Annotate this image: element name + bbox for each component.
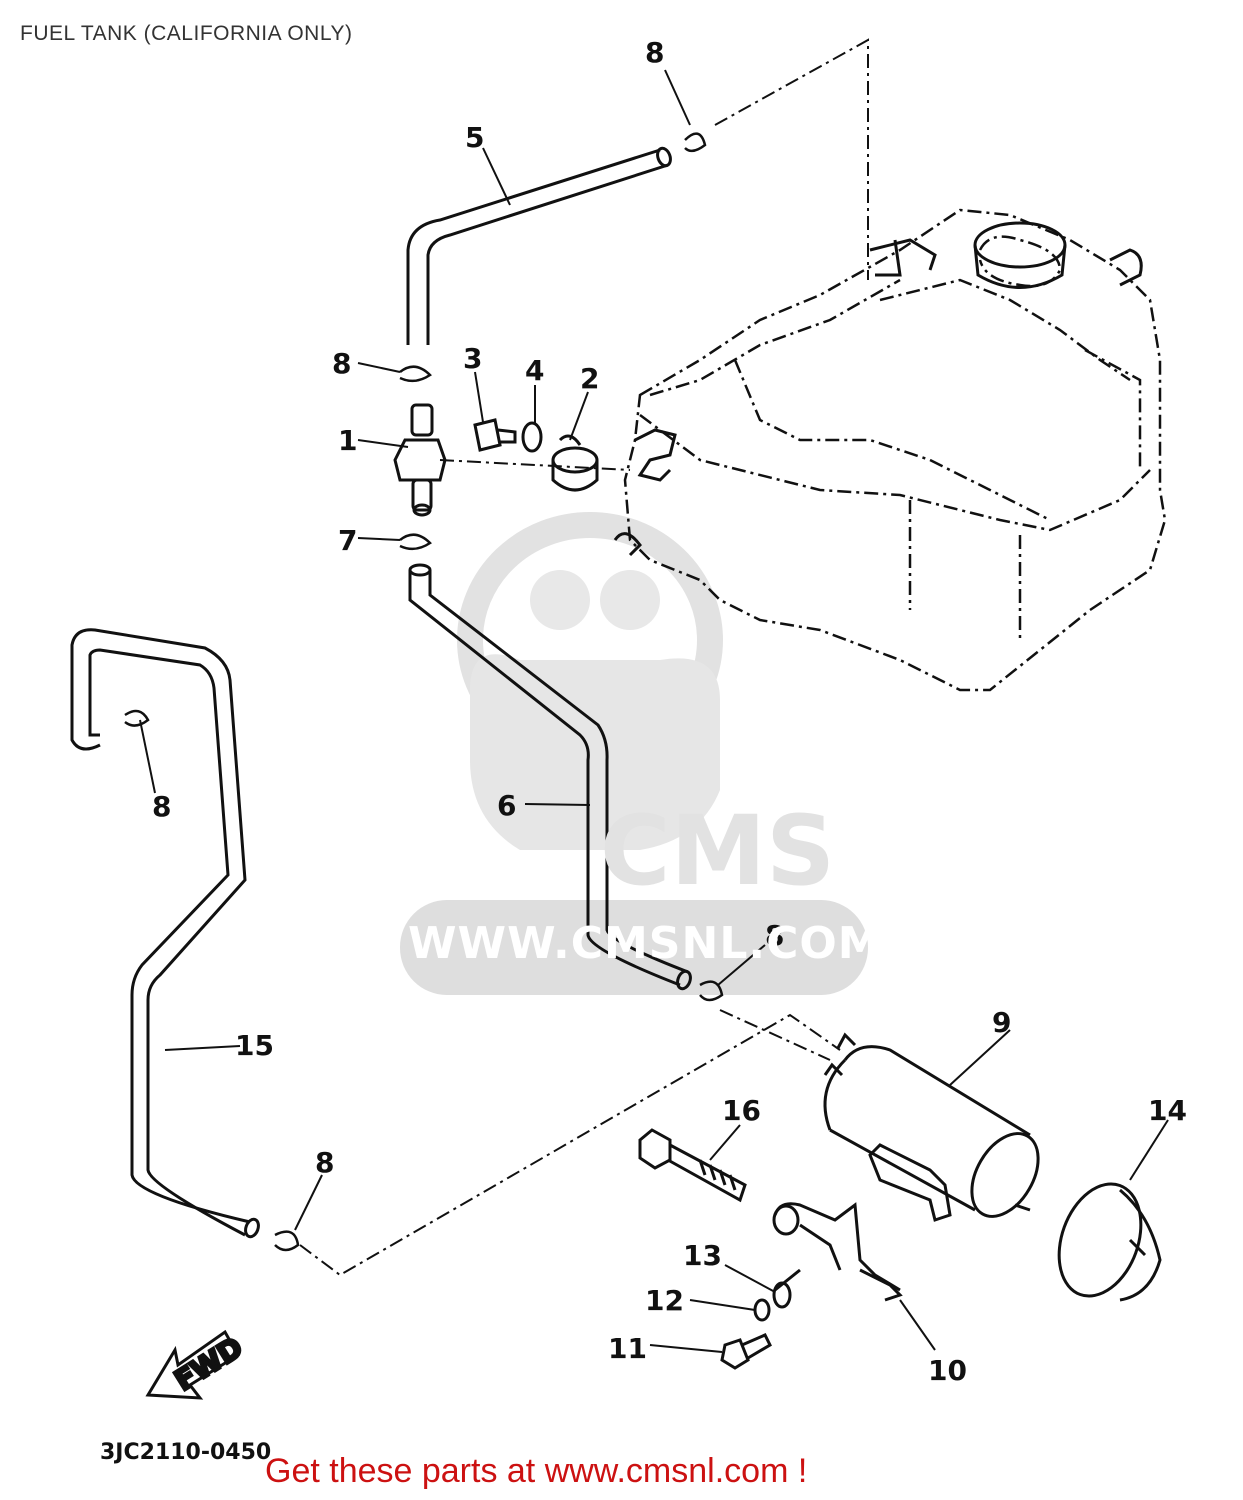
callout-7: 7 bbox=[338, 524, 357, 557]
callout-8-upper-left: 8 bbox=[332, 347, 351, 380]
leader-lines bbox=[299, 38, 869, 1277]
callout-4: 4 bbox=[525, 354, 544, 387]
callout-numbers: 1 2 3 4 5 6 7 8 8 8 8 8 9 10 11 12 13 14… bbox=[152, 36, 1187, 1387]
part-code: 3JC2110-0450 bbox=[100, 1440, 272, 1465]
part-10-bracket bbox=[772, 1202, 903, 1302]
callout-2: 2 bbox=[580, 362, 599, 395]
hose-6 bbox=[408, 563, 692, 991]
callout-3: 3 bbox=[463, 342, 482, 375]
tank-outlet-fitting bbox=[613, 428, 677, 557]
callout-leaders bbox=[139, 69, 1169, 1353]
part-4-washer bbox=[521, 421, 543, 453]
watermark-logo bbox=[400, 512, 868, 995]
part-16-bolt bbox=[638, 1128, 747, 1203]
callout-11: 11 bbox=[608, 1332, 647, 1365]
parts-11-12-13-fasteners bbox=[720, 1268, 801, 1370]
callout-14: 14 bbox=[1148, 1094, 1187, 1127]
hose-clips bbox=[124, 132, 724, 1252]
callout-9: 9 bbox=[992, 1006, 1011, 1039]
callout-8-bottom: 8 bbox=[315, 1146, 334, 1179]
callout-10: 10 bbox=[928, 1354, 967, 1387]
callout-15: 15 bbox=[235, 1029, 274, 1062]
watermark-url: WWW.CMSNL.COM bbox=[408, 918, 883, 969]
part-9-canister bbox=[823, 1032, 1040, 1222]
part-14-cap bbox=[1057, 1182, 1162, 1302]
part-1-filter bbox=[393, 403, 447, 517]
callout-8-middle: 8 bbox=[765, 919, 784, 952]
fwd-arrow-icon: FWD bbox=[145, 1329, 250, 1400]
callout-8-left: 8 bbox=[152, 790, 171, 823]
tank-cap bbox=[869, 221, 1143, 289]
part-2-grommet bbox=[551, 434, 599, 492]
watermark-logo-text: CMS bbox=[600, 795, 836, 907]
callout-6: 6 bbox=[497, 789, 516, 822]
callout-8-top: 8 bbox=[645, 36, 664, 69]
hose-15 bbox=[70, 628, 260, 1239]
part-3-screw bbox=[473, 418, 517, 452]
callout-12: 12 bbox=[645, 1284, 684, 1317]
callout-16: 16 bbox=[722, 1094, 761, 1127]
cta-link-text[interactable]: Get these parts at www.cmsnl.com ! bbox=[265, 1452, 808, 1490]
fwd-label: FWD bbox=[169, 1331, 249, 1398]
callout-1: 1 bbox=[338, 424, 357, 457]
callout-13: 13 bbox=[683, 1239, 722, 1272]
fuel-tank-outline bbox=[623, 208, 1167, 692]
page-title: FUEL TANK (CALIFORNIA ONLY) bbox=[20, 22, 353, 45]
callout-5: 5 bbox=[465, 121, 484, 154]
hose-5 bbox=[406, 146, 672, 345]
